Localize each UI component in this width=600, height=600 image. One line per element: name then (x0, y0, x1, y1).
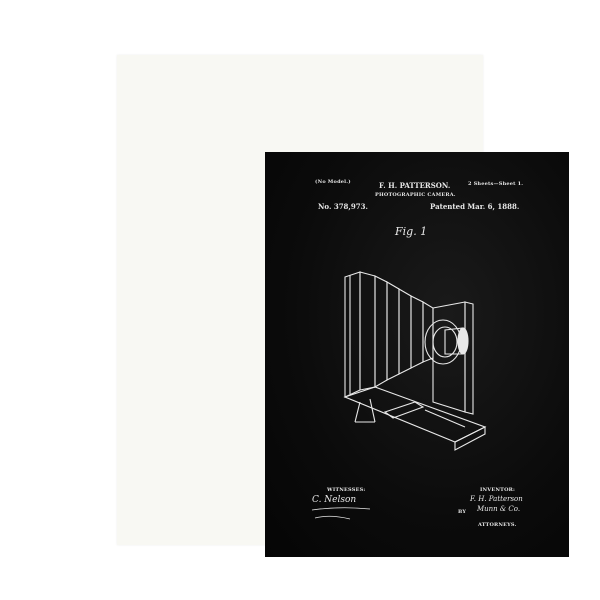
model-note: (No Model.) (315, 179, 351, 185)
art-print-mat: (No Model.) F. H. PATTERSON. 2 Sheets—Sh… (117, 55, 569, 557)
attorneys-label: ATTORNEYS. (478, 522, 517, 528)
witness-signature-flourish (311, 507, 371, 520)
camera-drawing (343, 271, 487, 451)
patent-number: No. 378,973. (318, 202, 368, 211)
witness-signature: C. Nelson (312, 495, 357, 505)
camera-back-frame (344, 271, 376, 398)
by-label: BY (458, 509, 467, 515)
witnesses-label: WITNESSES: (327, 487, 366, 493)
inventor-name: F. H. PATTERSON. (379, 181, 451, 190)
patent-date: Patented Mar. 6, 1888. (430, 202, 520, 211)
lens (424, 319, 469, 365)
inventor-label: INVENTOR: (480, 487, 516, 493)
patent-title: PHOTOGRAPHIC CAMERA. (375, 192, 456, 198)
lens-board (432, 301, 474, 415)
camera-bed (343, 386, 487, 451)
bellows (374, 275, 434, 388)
attorney-signature: Munn & Co. (477, 505, 521, 513)
figure-label: Fig. 1 (395, 225, 428, 238)
inventor-signature: F. H. Patterson (470, 495, 523, 503)
patent-print: (No Model.) F. H. PATTERSON. 2 Sheets—Sh… (265, 152, 569, 557)
sheets-note: 2 Sheets—Sheet 1. (468, 181, 524, 187)
